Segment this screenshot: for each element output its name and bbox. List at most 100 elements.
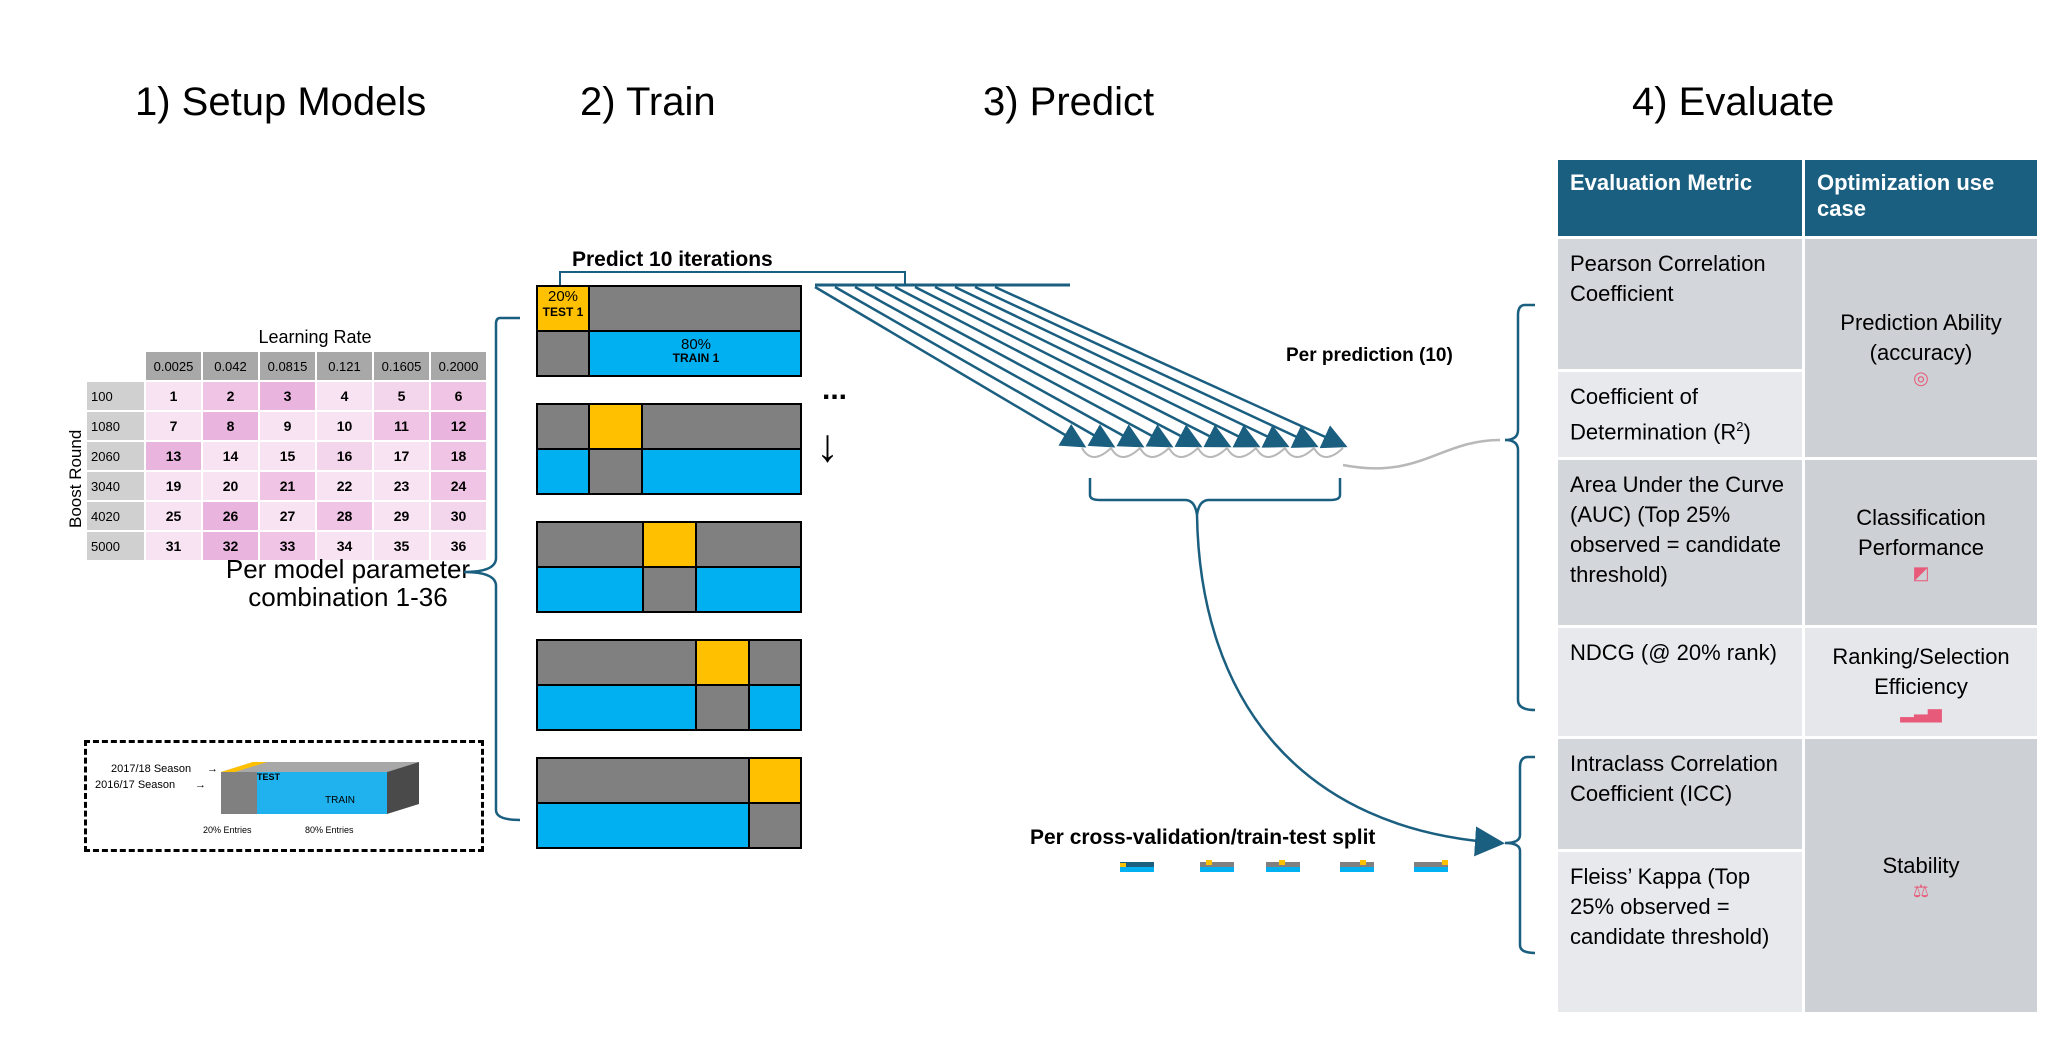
grid-cell: 26 [203, 502, 258, 530]
prediction-arrow [974, 285, 1319, 448]
test-label: TEST 1 [542, 305, 584, 319]
bracket-path [463, 316, 521, 822]
grid-cell: 30 [431, 502, 486, 530]
fold-gray [536, 757, 750, 804]
block-side [387, 762, 419, 814]
use-classification-label: Classification Performance [1856, 504, 1986, 560]
br-header: 5000 [87, 532, 144, 560]
fold-gray [536, 403, 590, 450]
mini-split-icon [1414, 862, 1448, 867]
metric-icc: Intraclass Correlation Coefficient (ICC) [1558, 739, 1802, 850]
train-pct: 80% [680, 336, 712, 353]
grid-cell: 2 [203, 382, 258, 410]
metrics-bracket-top [1504, 303, 1536, 712]
grid-cell: 22 [317, 472, 372, 500]
mini-split-icon [1340, 867, 1374, 872]
prediction-arrow [834, 285, 1116, 448]
mini-split-icon [1200, 867, 1234, 872]
heading-evaluate: 4) Evaluate [1632, 80, 1835, 124]
use-accuracy-label: Prediction Ability (accuracy) [1840, 310, 2002, 366]
per-prediction-label: Per prediction (10) [1286, 345, 1453, 366]
heading-train: 2) Train [580, 80, 716, 124]
test-pct: 20% [547, 288, 579, 305]
prediction-arrow [854, 285, 1145, 448]
prediction-arrow [934, 285, 1261, 448]
metric-r2-sup: 2 [1736, 419, 1744, 434]
inset-test-text: TEST [257, 772, 281, 782]
block-train-face [257, 772, 387, 814]
mini-split-icon [1120, 862, 1154, 867]
grid-cell: 1 [146, 382, 201, 410]
grid-caption: Per model parameter combination 1-36 [225, 554, 471, 612]
grid-cell: 3 [260, 382, 315, 410]
fold-train [748, 684, 802, 731]
use-ranking: Ranking/Selection Efficiency ▂▃▅ [1805, 628, 2037, 737]
use-accuracy: Prediction Ability (accuracy) ◎ [1805, 239, 2037, 458]
mini-split-icon [1340, 862, 1374, 867]
model-bracket [463, 316, 521, 822]
metric-r2: Coefficient of Determination (R2) [1558, 372, 1802, 458]
grid-cell: 36 [431, 532, 486, 560]
metric-pearson: Pearson Correlation Coefficient [1558, 239, 1802, 369]
fold-5 [536, 757, 802, 849]
col-header-use: Optimization use case [1805, 160, 2037, 236]
fold-train [641, 448, 802, 495]
grid-cell: 5 [374, 382, 429, 410]
grid-cell: 20 [203, 472, 258, 500]
grid-cell: 24 [431, 472, 486, 500]
grid-cell: 23 [374, 472, 429, 500]
fold-gray [536, 330, 590, 377]
br-header: 1080 [87, 412, 144, 440]
season-train-label: 2016/17 Season [95, 779, 176, 791]
grid-cell: 31 [146, 532, 201, 560]
metrics-bracket-bottom [1504, 755, 1536, 955]
prediction-arrow [894, 285, 1203, 448]
down-arrow-icon: ↓ [816, 419, 839, 471]
mini-split-icon [1279, 860, 1285, 865]
use-stability-label: Stability [1882, 852, 1960, 878]
split-arrow [1195, 514, 1505, 857]
grid-cell: 8 [203, 412, 258, 440]
br-header: 3040 [87, 472, 144, 500]
fold-2 [536, 403, 802, 495]
scale-icon: ⚖ [1912, 880, 1930, 901]
metric-kappa: Fleiss’ Kappa (Top 25% observed = candid… [1558, 852, 1802, 1013]
lr-header: 0.0815 [260, 352, 315, 380]
fold-4 [536, 639, 802, 731]
mini-split-icon [1206, 860, 1212, 865]
br-header: 2060 [87, 442, 144, 470]
block-test-face [221, 772, 257, 814]
grid-cell: 28 [317, 502, 372, 530]
inset-train-entries: 80% Entries [305, 825, 354, 835]
fold-test [536, 285, 590, 332]
block-top [221, 762, 419, 772]
chart-icon: ◩ [1912, 562, 1930, 583]
season-block [221, 762, 419, 814]
heading-setup: 1) Setup Models [135, 80, 427, 124]
inset-test-entries: 20% Entries [203, 825, 252, 835]
grid-cell: 25 [146, 502, 201, 530]
season-test-label: 2017/18 Season [111, 763, 192, 775]
grid-cell: 21 [260, 472, 315, 500]
mini-split-icon [1442, 860, 1448, 865]
lr-header: 0.042 [203, 352, 258, 380]
metric-auc: Area Under the Curve (AUC) (Top 25% obse… [1558, 460, 1802, 626]
metric-r2-label: Coefficient of Determination (R [1570, 384, 1737, 445]
use-ranking-label: Ranking/Selection Efficiency [1832, 644, 2010, 700]
fold-gray [588, 285, 802, 332]
grid-cell: 16 [317, 442, 372, 470]
grid-cell: 14 [203, 442, 258, 470]
lr-header: 0.0025 [146, 352, 201, 380]
fold-gray [695, 684, 750, 731]
grid-cell: 35 [374, 532, 429, 560]
grid-cell: 4 [317, 382, 372, 410]
parameter-grid: 0.0025 0.042 0.0815 0.121 0.1605 0.2000 … [85, 350, 488, 562]
fold-3 [536, 521, 802, 613]
col-header-metric: Evaluation Metric [1558, 160, 1802, 236]
fold-train [695, 566, 802, 613]
train-label: TRAIN 1 [672, 351, 720, 365]
grid-cell: 10 [317, 412, 372, 440]
mini-split-icon [1414, 867, 1448, 872]
grid-cell: 33 [260, 532, 315, 560]
